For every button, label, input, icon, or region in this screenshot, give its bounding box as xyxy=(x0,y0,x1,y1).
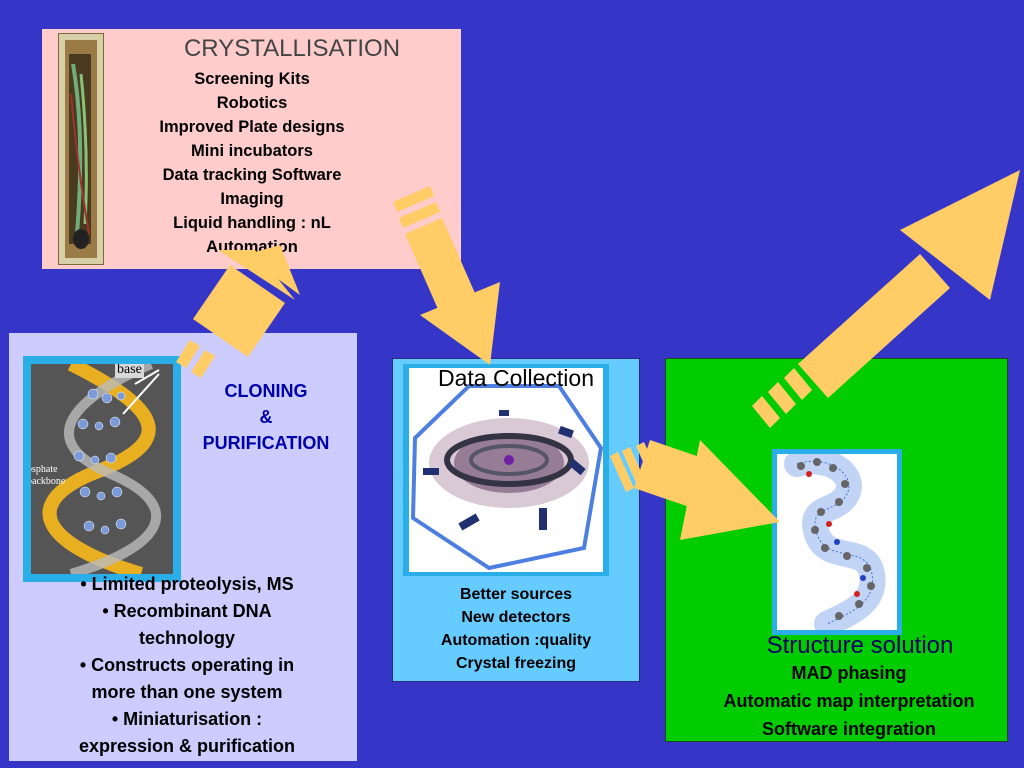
list-item: Screening Kits xyxy=(194,70,310,88)
synchrotron-image-frame xyxy=(403,364,609,576)
list-item: Software integration xyxy=(761,719,936,739)
arrow-crystallisation-to-data-collection xyxy=(393,186,500,365)
arrow-data-collection-to-structure xyxy=(610,440,780,540)
structure-solution-title: Structure solution xyxy=(766,632,954,659)
arrow-structure-outward xyxy=(752,170,1020,428)
dna-image-frame: base phosphate backbone xyxy=(23,356,181,582)
structure-solution-panel: Structure solution MAD phasing Automatic… xyxy=(665,358,1008,742)
data-collection-title: Data Collection xyxy=(438,365,594,391)
list-item: Crystal freezing xyxy=(455,655,577,672)
list-item: • Constructs operating in xyxy=(79,655,295,675)
list-item: • Recombinant DNA xyxy=(102,601,272,621)
list-item: MAD phasing xyxy=(791,663,907,683)
cloning-panel: base phosphate backbone CLONING & PURIFI… xyxy=(9,333,357,761)
list-item: Data tracking Software xyxy=(162,166,342,184)
list-item: • Limited proteolysis, MS xyxy=(80,574,294,594)
crystallisation-title: CRYSTALLISATION xyxy=(183,35,401,62)
list-item: Better sources xyxy=(459,586,573,603)
list-item: Automatic map interpretation xyxy=(723,691,975,711)
crystallisation-panel: CRYSTALLISATION Screening Kits Robotics … xyxy=(42,29,461,269)
arrow-cloning-to-crystallisation xyxy=(176,245,300,378)
crystal-tube-image xyxy=(58,33,104,265)
list-item: Robotics xyxy=(216,94,288,112)
crystallisation-list: Screening Kits Robotics Improved Plate d… xyxy=(122,67,382,259)
list-item: Imaging xyxy=(220,190,284,208)
dna-label-phosphate: phosphate xyxy=(31,464,58,475)
dna-label-backbone: backbone xyxy=(31,476,66,487)
electron-density-image xyxy=(777,448,897,637)
dna-helix-image: base phosphate backbone xyxy=(31,364,173,574)
data-collection-panel: Data Collection Better sources New detec… xyxy=(392,358,640,682)
structure-solution-list: MAD phasing Automatic map interpretation… xyxy=(686,659,1012,743)
list-item: more than one system xyxy=(91,682,283,702)
list-item: Liquid handling : nL xyxy=(173,214,331,232)
cloning-list: • Limited proteolysis, MS • Recombinant … xyxy=(37,571,337,760)
list-item: expression & purification xyxy=(78,736,296,756)
electron-density-image-frame xyxy=(772,448,902,637)
dna-label-base: base xyxy=(115,364,144,378)
list-item: technology xyxy=(138,628,235,648)
list-item: Mini incubators xyxy=(191,142,313,160)
data-collection-list: Better sources New detectors Automation … xyxy=(393,583,639,675)
list-item: New detectors xyxy=(461,609,571,626)
list-item: • Miniaturisation : xyxy=(111,709,263,729)
list-item: Automation :quality xyxy=(440,632,592,649)
list-item: Improved Plate designs xyxy=(159,118,345,136)
cloning-title: CLONING & PURIFICATION xyxy=(202,381,330,453)
synchrotron-image xyxy=(409,368,604,572)
